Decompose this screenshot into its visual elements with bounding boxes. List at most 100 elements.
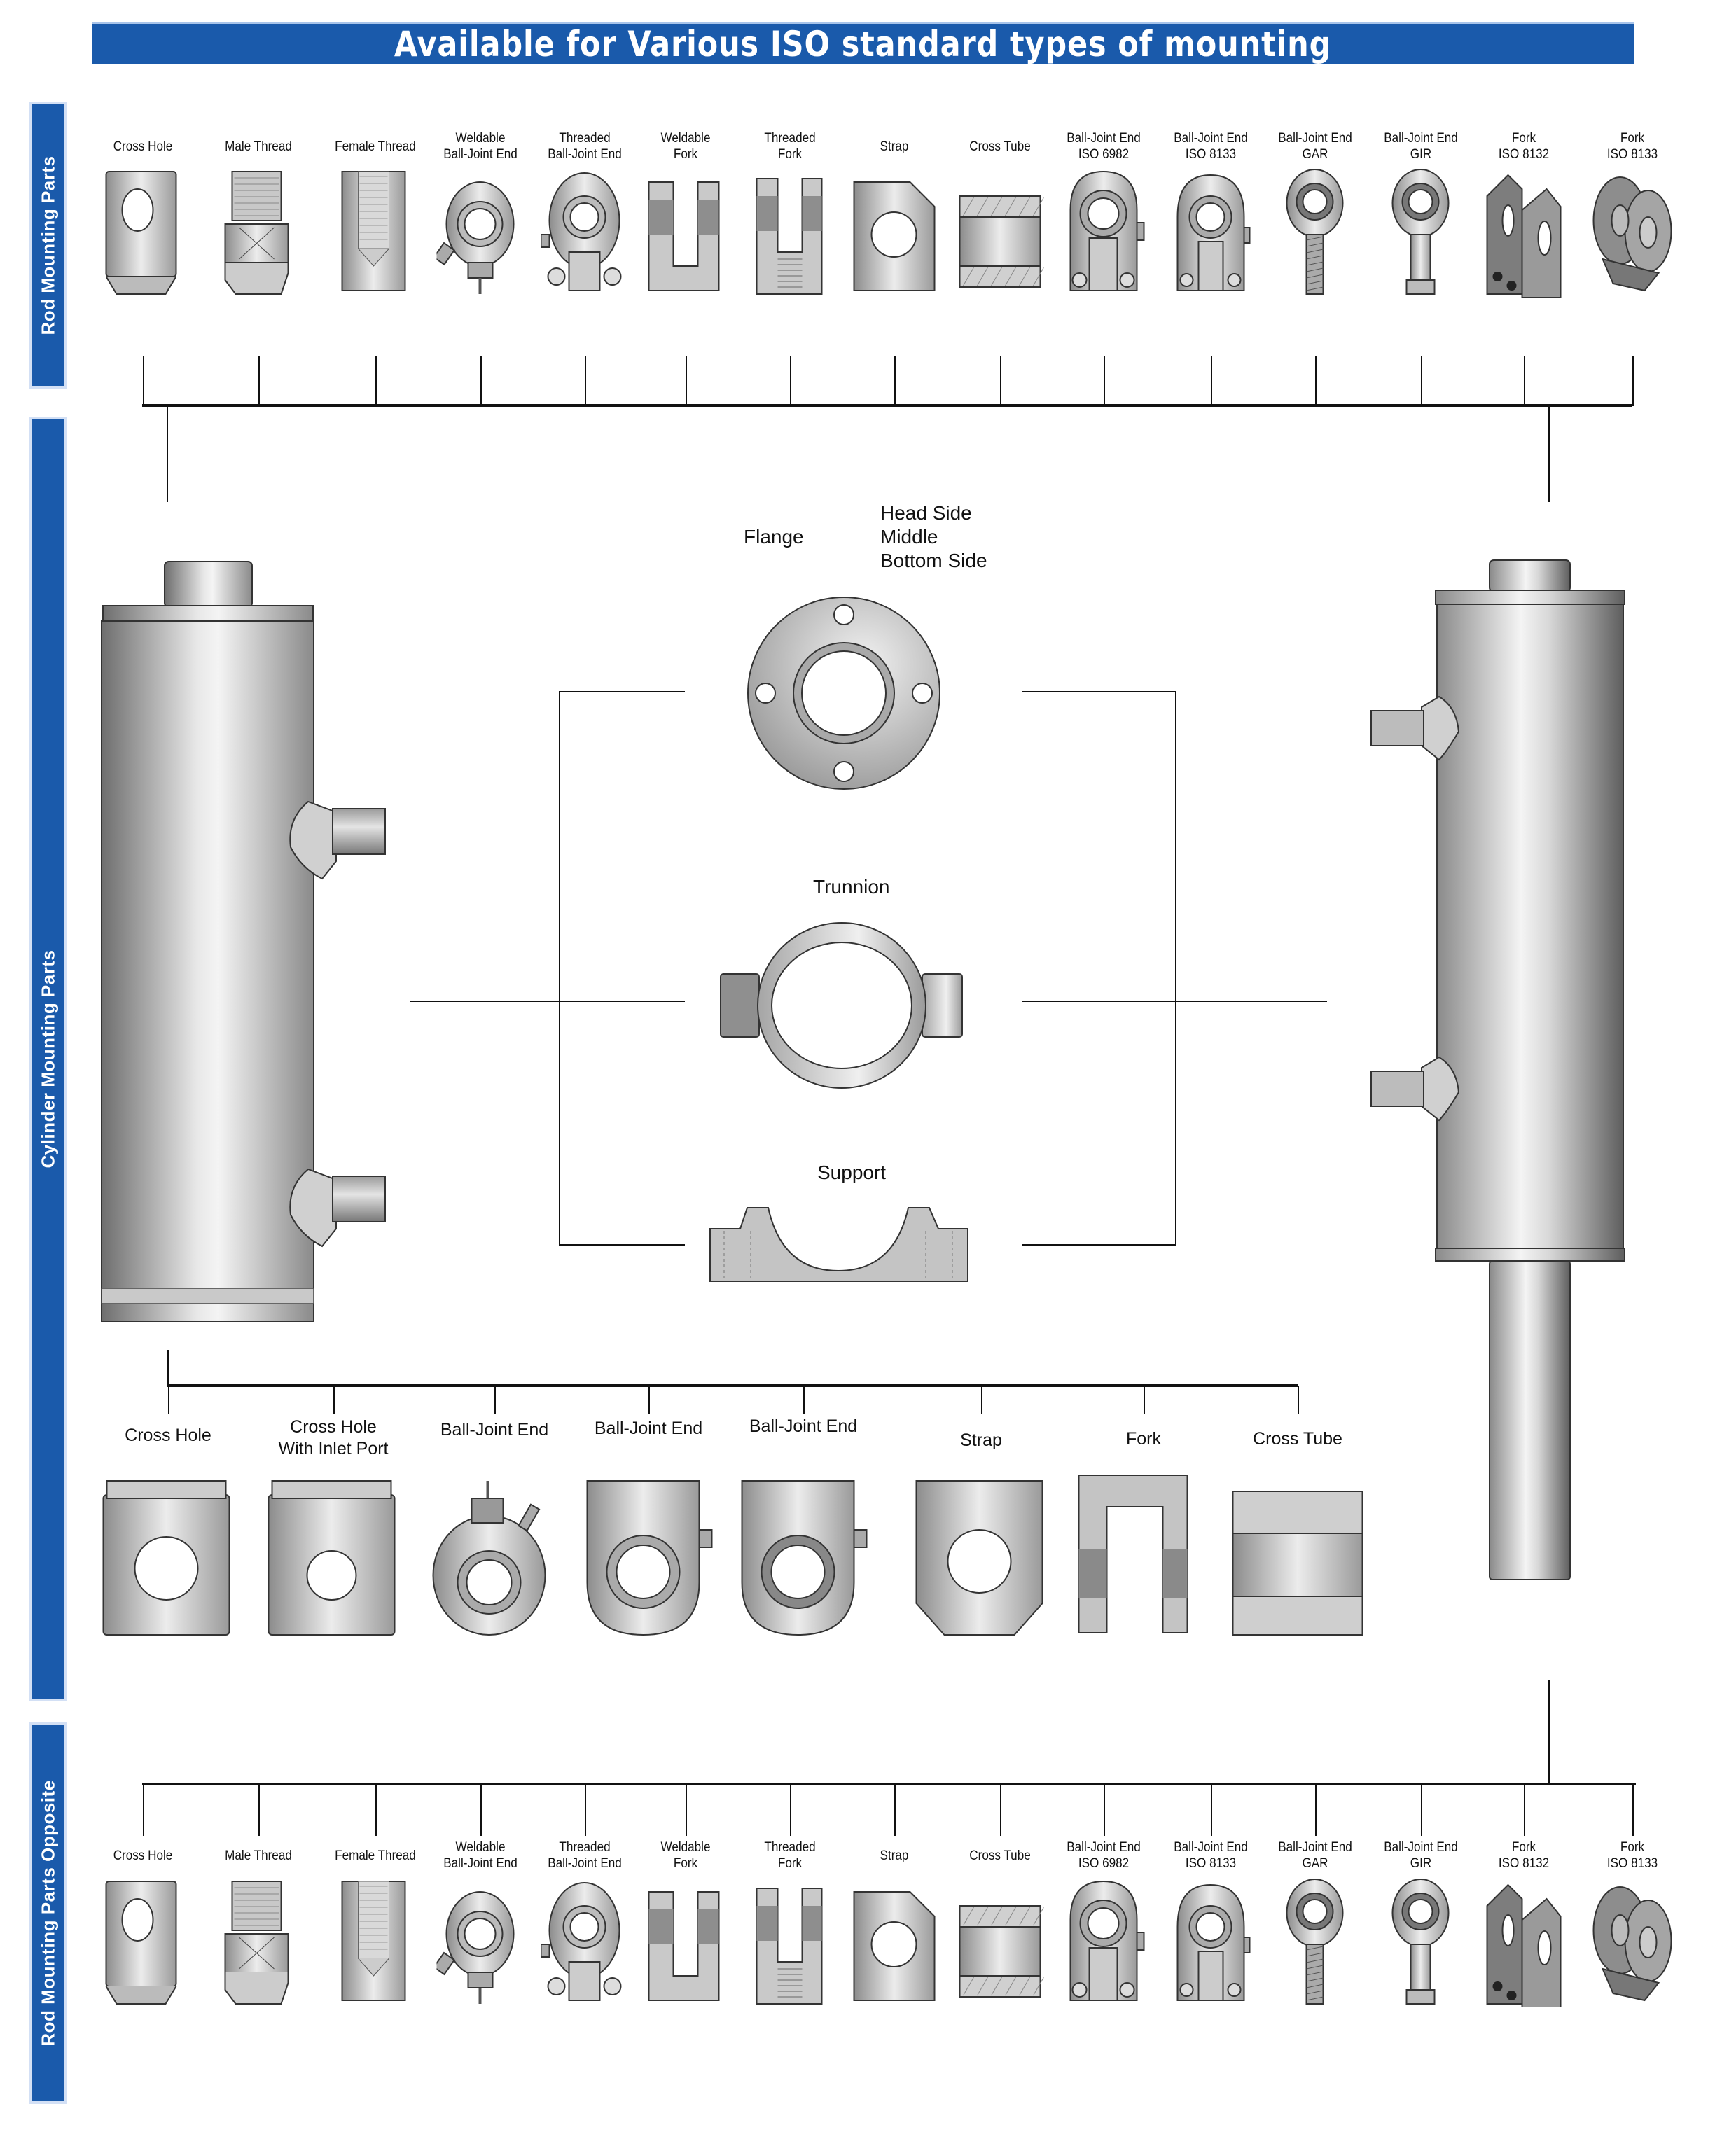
connector-tick — [790, 1784, 791, 1836]
connector-tick — [480, 356, 482, 406]
connector-tick — [1315, 356, 1317, 406]
threaded-ball-joint-icon — [541, 168, 629, 298]
part-label-line1: Threaded — [559, 1840, 611, 1855]
sidebar-label: Cylinder Mounting Parts — [37, 949, 59, 1169]
part-label-line1: Ball-Joint End — [1174, 1840, 1248, 1855]
connector-tick — [686, 356, 687, 406]
part-label-line2: Fork — [777, 147, 803, 162]
male-thread-icon — [215, 168, 303, 298]
part-label-line1: Threaded — [764, 1840, 816, 1855]
part-label-line1: Male Thread — [225, 1848, 292, 1863]
connector-tick — [1632, 356, 1634, 406]
part-label-line1: Female Thread — [335, 1848, 416, 1863]
part-label-line2: ISO 8133 — [1606, 1856, 1658, 1871]
part-label-line1: Ball-Joint End — [1278, 131, 1352, 146]
part-label-line2: Ball-Joint End — [443, 1856, 518, 1871]
connector-tick — [1104, 356, 1105, 406]
part-label-line2: ISO 6982 — [1078, 147, 1130, 162]
part-label-line2: ISO 8133 — [1606, 147, 1658, 162]
connector-tick — [143, 356, 144, 406]
part-label: Cross Tube — [969, 1848, 1030, 1864]
part-label-line1: Fork — [1511, 131, 1536, 146]
part-label-line2: Ball-Joint End — [548, 1856, 622, 1871]
cylinder-right-image — [1369, 557, 1635, 1586]
part-label-line2: GIR — [1410, 147, 1432, 162]
part-label-line1: Ball-Joint End — [1174, 131, 1248, 146]
cylinder-part-label: Strap — [960, 1430, 1002, 1451]
ball-joint-gar-icon — [1272, 1878, 1359, 2007]
part-label-line1: Ball-Joint End — [1384, 1840, 1458, 1855]
connector-tick — [168, 1386, 169, 1414]
connector-tick — [258, 1784, 260, 1836]
part-label-line2: Ball-Joint End — [443, 147, 518, 162]
cross-tube-icon — [957, 1878, 1044, 2007]
part-label-line1: Cross Hole — [113, 1848, 173, 1863]
cylinder-part-label: Ball-Joint End — [440, 1419, 548, 1441]
part-label-line1: Ball-Joint End — [1067, 1840, 1141, 1855]
cylinder-part-label: Ball-Joint End — [595, 1418, 702, 1440]
connector-tick — [790, 356, 791, 406]
connector-tick — [1000, 356, 1001, 406]
ball-joint-iso8133-icon — [1167, 1878, 1255, 2007]
sidebar-label: Rod Mounting Parts Opposite — [37, 1780, 59, 2047]
title-banner: Available for Various ISO standard types… — [92, 22, 1634, 64]
part-label: Female Thread — [335, 1848, 416, 1864]
cylinder-part-label-line1: Ball-Joint End — [749, 1416, 858, 1436]
weldable-fork-icon — [642, 168, 730, 298]
ball-joint-iso6982-icon — [1060, 1878, 1148, 2007]
connector-tick — [258, 356, 260, 406]
part-label: Female Thread — [335, 139, 416, 155]
connector-tick — [686, 1784, 687, 1836]
weldable-ball-joint-icon — [436, 168, 525, 298]
connector-tick — [1632, 1784, 1634, 1836]
connector-tick — [1000, 1784, 1001, 1836]
part-label-line1: Cross Hole — [113, 139, 173, 154]
cylinder-part-label-line1: Strap — [960, 1430, 1002, 1450]
cylinder-part-label: Cross Tube — [1253, 1428, 1342, 1450]
cylinder-cross-hole-inlet-icon — [265, 1477, 402, 1642]
fork-iso8132-icon — [1480, 168, 1568, 298]
connector-tick — [1211, 356, 1212, 406]
flange-position-head-side: Head Side — [880, 502, 972, 524]
cylinder-part-label-line2: With Inlet Port — [278, 1439, 389, 1458]
cylinder-ball-joint-icon — [735, 1477, 872, 1642]
sidebar-rod-mounting-opposite: Rod Mounting Parts Opposite — [29, 1722, 67, 2104]
part-label-line2: ISO 8133 — [1185, 147, 1237, 162]
part-label-line2: Fork — [777, 1856, 803, 1871]
connector-tick — [1315, 1784, 1317, 1836]
cylinder-part-label-line1: Cross Hole — [290, 1417, 377, 1437]
strap-icon — [851, 168, 938, 298]
cylinder-part-label-line1: Fork — [1126, 1429, 1161, 1449]
part-label-line1: Ball-Joint End — [1067, 131, 1141, 146]
part-label: Cross Hole — [113, 139, 173, 155]
cylinder-part-label: Cross Hole — [125, 1425, 211, 1447]
strap-icon — [851, 1878, 938, 2007]
connector-tick — [585, 356, 586, 406]
part-label-line1: Fork — [1620, 1840, 1645, 1855]
part-label: Male Thread — [225, 139, 292, 155]
connector-tick — [1144, 1386, 1145, 1414]
part-label-line1: Fork — [1620, 131, 1645, 146]
trunnion-label: Trunnion — [813, 876, 890, 898]
cross-hole-icon — [99, 168, 187, 298]
connector-tick — [1298, 1386, 1299, 1414]
connector-tick — [981, 1386, 982, 1414]
ball-joint-iso8133-icon — [1167, 168, 1255, 298]
cylinder-cross-tube-icon — [1230, 1477, 1366, 1642]
threaded-ball-joint-icon — [541, 1878, 629, 2007]
connector-tick — [375, 356, 377, 406]
cylinder-part-label: Fork — [1126, 1428, 1161, 1450]
part-label: Strap — [880, 1848, 909, 1864]
